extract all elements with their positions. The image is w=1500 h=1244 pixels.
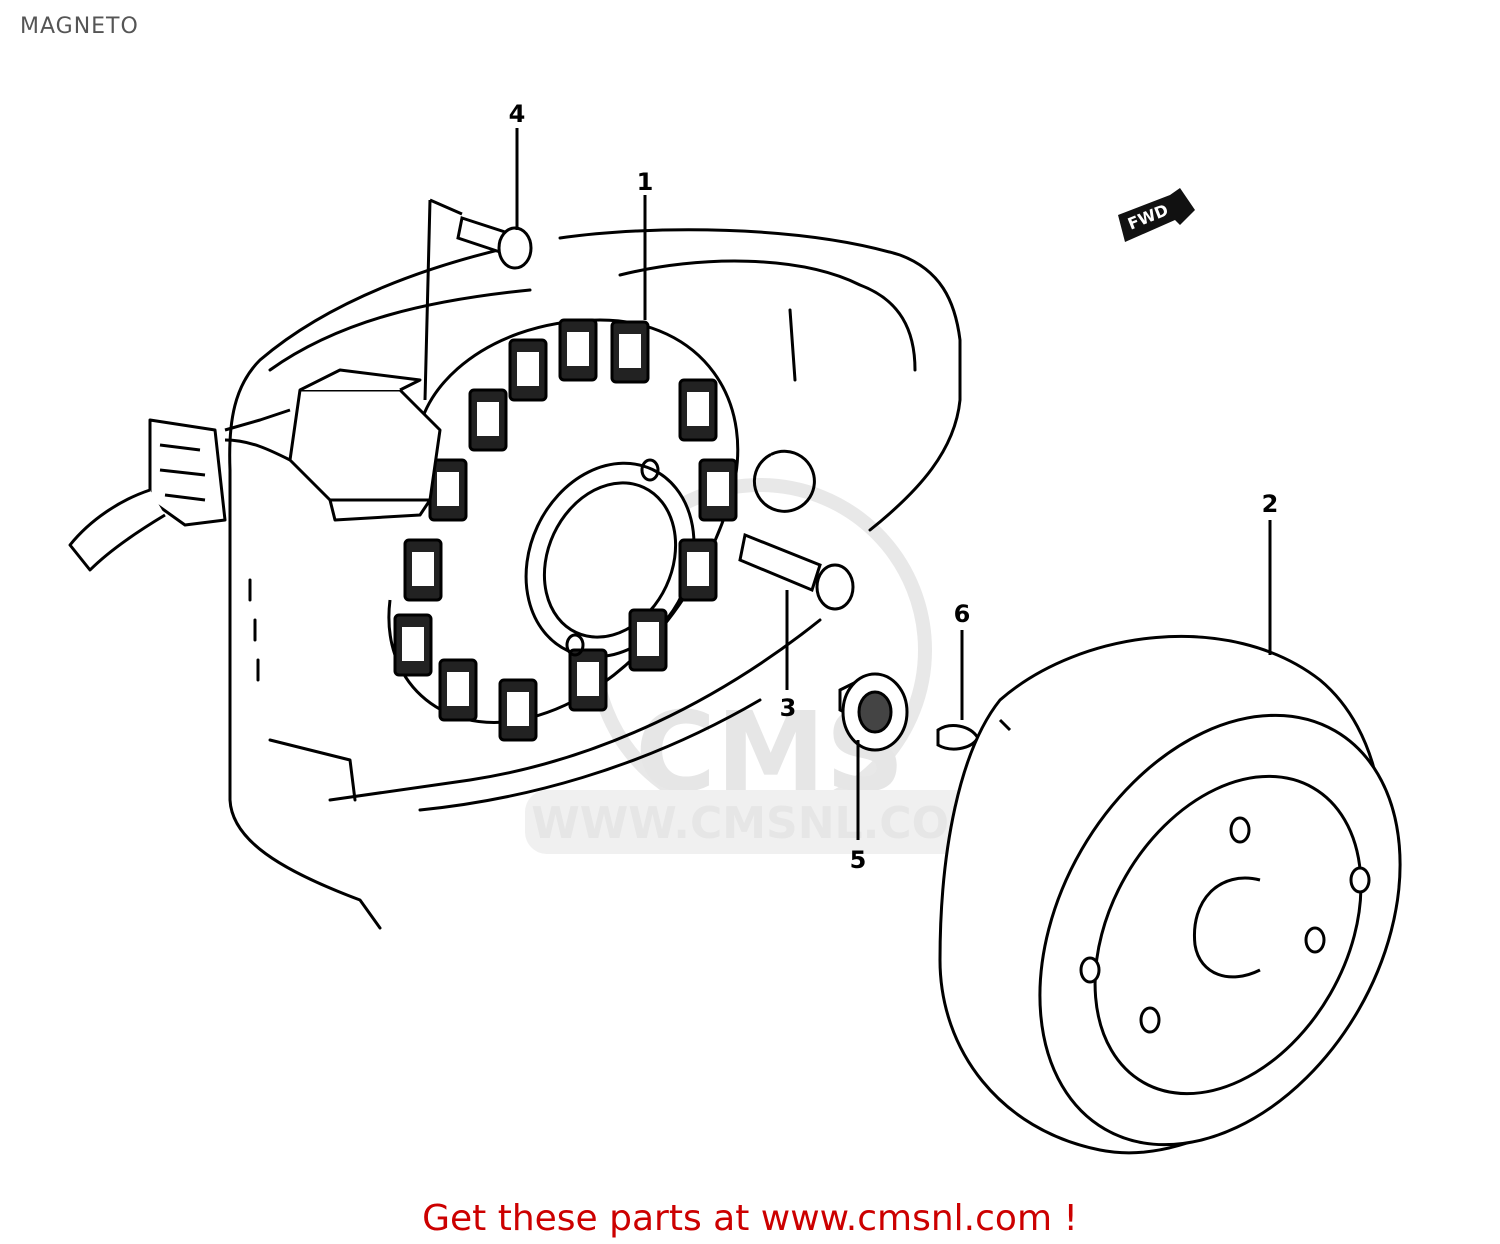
page-title: MAGNETO bbox=[20, 14, 139, 39]
stator-coil-assembly bbox=[387, 318, 740, 742]
callout-2: 2 bbox=[1262, 490, 1279, 518]
callout-5: 5 bbox=[850, 846, 867, 874]
watermark-url-text: WWW.CMSNL.COM bbox=[531, 798, 993, 849]
get-parts-link[interactable]: Get these parts at www.cmsnl.com ! bbox=[422, 1198, 1078, 1239]
key-6 bbox=[936, 724, 980, 751]
rotor-2 bbox=[938, 635, 1402, 1155]
washer-5 bbox=[838, 672, 909, 752]
callout-3: 3 bbox=[780, 694, 797, 722]
leader-lines bbox=[423, 128, 1272, 840]
screw-4 bbox=[456, 216, 533, 270]
pickup-coil-and-harness bbox=[68, 368, 442, 572]
callout-1: 1 bbox=[637, 168, 654, 196]
forward-direction-arrow: FWD bbox=[1118, 188, 1195, 242]
callout-6: 6 bbox=[954, 600, 971, 628]
bolt-3 bbox=[738, 532, 855, 611]
crankcase-cover bbox=[228, 228, 962, 930]
callout-4: 4 bbox=[509, 100, 526, 128]
